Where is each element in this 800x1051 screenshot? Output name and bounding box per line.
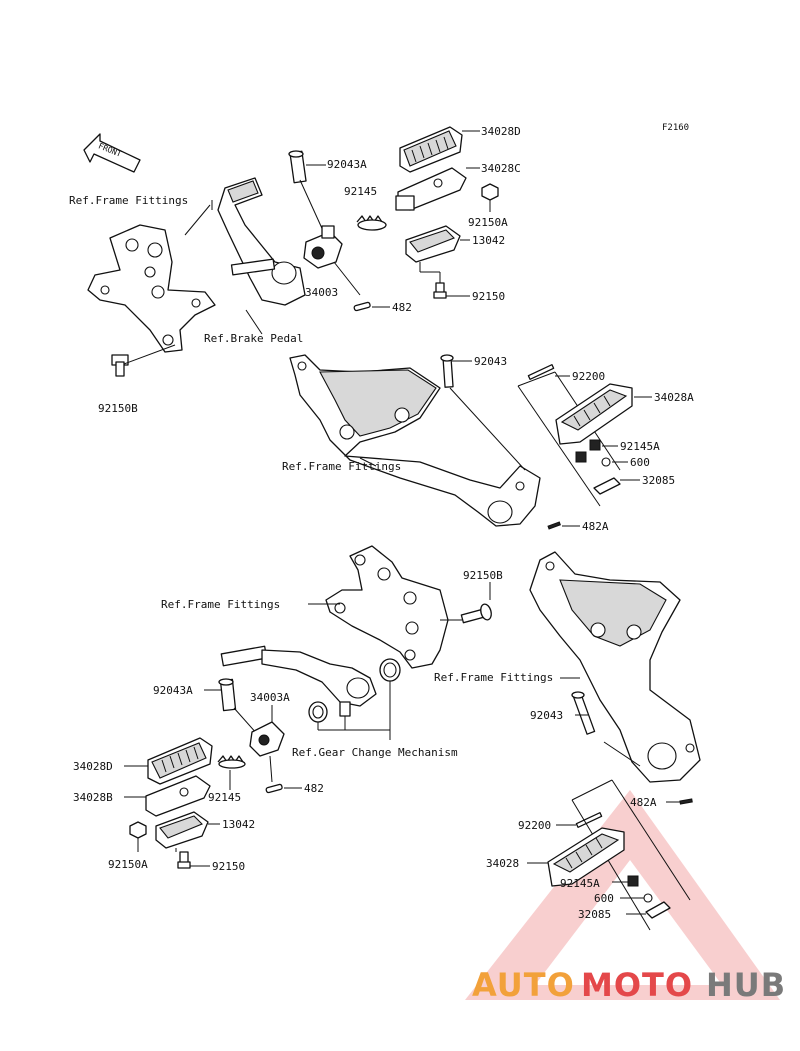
label-482a-low: 482A: [630, 796, 657, 809]
watermark-triangle: [465, 790, 780, 1000]
label-34003: 34003: [305, 286, 338, 299]
label-ref-frame-3: Ref.Frame Fittings: [161, 598, 280, 611]
bolt-92150-low: [177, 851, 191, 869]
label-34028c: 34028C: [481, 162, 521, 175]
watermark-part2: MOTO: [581, 966, 693, 1004]
cover-13042-low: [155, 811, 209, 849]
footpeg-34028a: [555, 383, 633, 445]
gear-change-pedal: [220, 645, 377, 707]
cotter-482-low: [265, 783, 283, 794]
watermark-logo: AUTO MOTO HUB: [472, 966, 786, 1004]
label-92145-top: 92145: [344, 185, 377, 198]
label-92150-low: 92150: [212, 860, 245, 873]
cotter-482a-low: [679, 798, 693, 805]
bolt-92150-top: [433, 282, 447, 299]
label-92200-low: 92200: [518, 819, 551, 832]
label-92200-mid: 92200: [572, 370, 605, 383]
label-34028-low: 34028: [486, 857, 519, 870]
label-92145-low: 92145: [208, 791, 241, 804]
ball-600-low: [643, 893, 653, 903]
label-482-top: 482: [392, 301, 412, 314]
bracket-34003: [303, 225, 343, 269]
label-92150a-top: 92150A: [468, 216, 508, 229]
label-92043-mid: 92043: [474, 355, 507, 368]
brake-pedal: [217, 177, 306, 306]
figure-code: F2160: [662, 123, 689, 133]
label-34003a: 34003A: [250, 691, 290, 704]
frame-fitting-mid: [289, 354, 541, 527]
label-34028a: 34028A: [654, 391, 694, 404]
footpeg-holder-34028c: [395, 167, 467, 211]
label-ref-frame-1: Ref.Frame Fittings: [69, 194, 188, 207]
plate-32085-mid: [593, 477, 621, 495]
label-92150a-low: 92150A: [108, 858, 148, 871]
watermark-part3: HUB: [706, 966, 786, 1004]
nut-92150a-low: [129, 821, 147, 839]
pin-92043a-top: [288, 150, 307, 184]
label-13042-low: 13042: [222, 818, 255, 831]
frame-fitting-bottom-right: [529, 551, 701, 783]
footpeg-holder-34028b: [145, 775, 211, 817]
bolt-92150b-low: [460, 603, 492, 624]
pin-92043-mid: [440, 354, 454, 388]
label-482a-mid: 482A: [582, 520, 609, 533]
label-92150b-low: 92150B: [463, 569, 503, 582]
spring-92145-top: [356, 215, 387, 231]
spring-92145a-mid: [575, 439, 601, 463]
spring-92145-low: [217, 755, 246, 769]
part-labels: 34028D 34028C 92150A 13042 92150 92043A …: [69, 125, 694, 921]
pin-92043-low: [571, 691, 596, 735]
cover-13042-top: [405, 225, 461, 263]
footpeg-34028d-low: [147, 737, 213, 785]
label-32085-low: 32085: [578, 908, 611, 921]
cotter-482a-mid: [547, 521, 561, 530]
label-13042-top: 13042: [472, 234, 505, 247]
pin-92200-mid: [527, 364, 555, 380]
front-arrow-icon: FRONT: [83, 133, 141, 173]
pin-92200-low: [575, 812, 603, 828]
label-ref-brake-pedal: Ref.Brake Pedal: [204, 332, 303, 345]
label-92150-top: 92150: [472, 290, 505, 303]
footpeg-34028-low: [547, 827, 625, 887]
label-92043-low: 92043: [530, 709, 563, 722]
frame-fitting-left-top: [87, 224, 216, 353]
footpeg-34028d-top: [399, 126, 463, 173]
label-92145a-mid: 92145A: [620, 440, 660, 453]
gear-seal-rings: [308, 658, 401, 723]
ball-600-mid: [601, 457, 611, 467]
cotter-482-top: [353, 301, 371, 312]
spring-92145a-low: [627, 875, 639, 887]
label-482-low: 482: [304, 782, 324, 795]
label-34028d-low: 34028D: [73, 760, 113, 773]
frame-fitting-bottom-left: [325, 545, 449, 669]
pin-92043a-low: [218, 678, 237, 712]
bracket-34003a: [249, 721, 285, 757]
label-92150b-left: 92150B: [98, 402, 138, 415]
label-ref-frame-2: Ref.Frame Fittings: [282, 460, 401, 473]
label-32085-mid: 32085: [642, 474, 675, 487]
label-600-low: 600: [594, 892, 614, 905]
label-34028b: 34028B: [73, 791, 113, 804]
plate-32085-low: [645, 901, 671, 919]
nut-92150a-top: [481, 183, 499, 201]
label-92043a-top: 92043A: [327, 158, 367, 171]
label-ref-frame-4: Ref.Frame Fittings: [434, 671, 553, 684]
label-34028d-top: 34028D: [481, 125, 521, 138]
label-92043a-low: 92043A: [153, 684, 193, 697]
label-ref-gear-change: Ref.Gear Change Mechanism: [292, 746, 458, 759]
bolt-92150b-top: [111, 354, 129, 377]
watermark-part1: AUTO: [472, 966, 575, 1004]
label-600-mid: 600: [630, 456, 650, 469]
label-92145a-low: 92145A: [560, 877, 600, 890]
